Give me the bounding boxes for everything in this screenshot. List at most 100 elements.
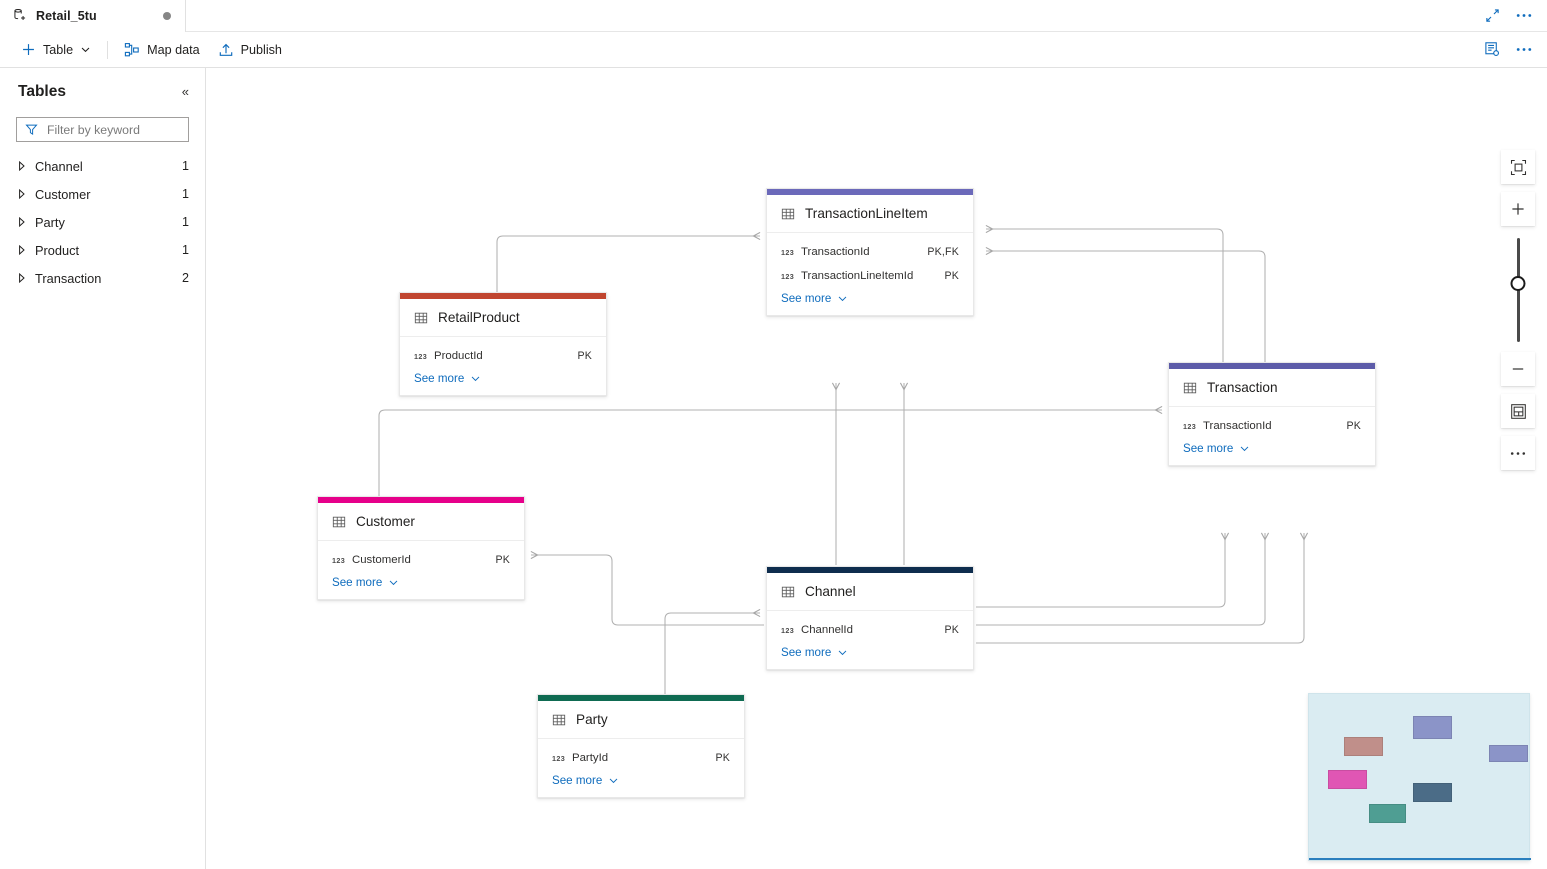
publish-button[interactable]: Publish (209, 35, 291, 65)
zoom-slider-thumb[interactable] (1510, 276, 1526, 291)
tables-panel-header: Tables « (0, 68, 205, 107)
map-data-label: Map data (147, 42, 200, 57)
sidebar-item-label: Transaction (35, 270, 102, 286)
sidebar-item-count: 2 (181, 271, 189, 285)
chevron-down-icon (80, 44, 91, 55)
table-card-header[interactable]: Channel (767, 573, 973, 611)
chevron-right-icon[interactable] (18, 189, 32, 199)
table-card-party[interactable]: Party 123 PartyId PK See more (537, 694, 745, 798)
field-row[interactable]: 123 PartyId PK (552, 748, 730, 768)
sidebar-item-label: Party (35, 214, 65, 230)
table-icon (1183, 381, 1197, 395)
see-more-button[interactable]: See more (1183, 442, 1361, 455)
collapse-panel-button[interactable]: « (181, 84, 189, 99)
sidebar-item-label: Customer (35, 186, 91, 202)
field-key-badge: PK (944, 624, 959, 636)
chevron-right-icon[interactable] (18, 273, 32, 283)
expand-icon[interactable] (1477, 1, 1507, 31)
fit-to-screen-button[interactable] (1501, 150, 1535, 184)
see-more-button[interactable]: See more (414, 372, 592, 385)
table-icon (414, 311, 428, 325)
toggle-minimap-button[interactable] (1501, 394, 1535, 428)
table-name: TransactionLineItem (805, 206, 928, 221)
zoom-out-button[interactable] (1501, 352, 1535, 386)
publish-icon (218, 42, 234, 58)
table-card-channel[interactable]: Channel 123 ChannelId PK See more (766, 566, 974, 670)
filter-box[interactable] (16, 117, 189, 142)
numeric-type-icon: 123 (552, 753, 566, 763)
sidebar-item-product[interactable]: Product 1 (0, 236, 205, 264)
sidebar-item-count: 1 (181, 187, 189, 201)
table-card-fields: 123 ProductId PK See more (400, 337, 606, 395)
minimap-rect-customer (1328, 770, 1367, 789)
table-card-retailproduct[interactable]: RetailProduct 123 ProductId PK See more (399, 292, 607, 396)
sidebar-item-label: Product (35, 242, 80, 258)
canvas-more-options-button[interactable] (1501, 436, 1535, 470)
field-row[interactable]: 123 TransactionId PK,FK (781, 242, 959, 262)
table-icon (552, 713, 566, 727)
see-more-label: See more (781, 646, 832, 659)
field-row[interactable]: 123 ProductId PK (414, 346, 592, 366)
tabstrip-actions (1477, 0, 1547, 31)
unsaved-indicator (163, 12, 171, 20)
see-more-button[interactable]: See more (781, 292, 959, 305)
sidebar-item-party[interactable]: Party 1 (0, 208, 205, 236)
field-key-badge: PK (495, 554, 510, 566)
filter-input[interactable] (45, 121, 180, 138)
zoom-slider[interactable] (1501, 234, 1535, 346)
map-data-button[interactable]: Map data (115, 35, 209, 65)
table-accent-bar (400, 293, 606, 299)
chevron-right-icon[interactable] (18, 161, 32, 171)
table-card-header[interactable]: Party (538, 701, 744, 739)
table-name: RetailProduct (438, 310, 520, 325)
chevron-right-icon[interactable] (18, 245, 32, 255)
document-tab-retail[interactable]: Retail_5tu (0, 0, 186, 32)
field-row[interactable]: 123 TransactionId PK (1183, 416, 1361, 436)
table-card-transactionlineitem[interactable]: TransactionLineItem 123 TransactionId PK… (766, 188, 974, 316)
table-card-fields: 123 TransactionId PK,FK 123 TransactionL… (767, 233, 973, 315)
minimap-rect-party (1369, 804, 1406, 823)
zoom-in-button[interactable] (1501, 192, 1535, 226)
publish-label: Publish (240, 42, 282, 57)
field-key-badge: PK (577, 350, 592, 362)
field-row[interactable]: 123 CustomerId PK (332, 550, 510, 570)
table-card-fields: 123 CustomerId PK See more (318, 541, 524, 599)
command-bar: Table Map data Publish (0, 32, 1547, 68)
more-options-icon[interactable] (1509, 35, 1539, 65)
table-card-customer[interactable]: Customer 123 CustomerId PK See more (317, 496, 525, 600)
see-more-button[interactable]: See more (552, 774, 730, 787)
minimap-viewport-indicator[interactable] (1309, 858, 1531, 860)
table-card-header[interactable]: TransactionLineItem (767, 195, 973, 233)
field-row[interactable]: 123 ChannelId PK (781, 620, 959, 640)
more-options-icon[interactable] (1509, 1, 1539, 31)
minimap-rect-transactionlineitem (1413, 716, 1452, 739)
table-accent-bar (767, 567, 973, 573)
list-settings-icon[interactable] (1477, 35, 1507, 65)
table-card-fields: 123 TransactionId PK See more (1169, 407, 1375, 465)
table-card-header[interactable]: Customer (318, 503, 524, 541)
numeric-type-icon: 123 (781, 271, 795, 281)
sidebar-item-channel[interactable]: Channel 1 (0, 152, 205, 180)
sidebar-item-transaction[interactable]: Transaction 2 (0, 264, 205, 292)
sidebar-item-customer[interactable]: Customer 1 (0, 180, 205, 208)
see-more-button[interactable]: See more (332, 576, 510, 589)
table-accent-bar (318, 497, 524, 503)
field-key-badge: PK (715, 752, 730, 764)
document-tab-label: Retail_5tu (36, 9, 97, 23)
field-key-badge: PK,FK (927, 246, 959, 258)
map-data-icon (124, 42, 140, 58)
field-name: TransactionLineItemId (801, 270, 914, 282)
add-table-button[interactable]: Table (12, 35, 100, 65)
table-card-fields: 123 ChannelId PK See more (767, 611, 973, 669)
field-row[interactable]: 123 TransactionLineItemId PK (781, 266, 959, 286)
canvas-minimap[interactable] (1308, 693, 1531, 861)
table-card-transaction[interactable]: Transaction 123 TransactionId PK See mor… (1168, 362, 1376, 466)
sidebar-item-label: Channel (35, 158, 83, 174)
chevron-down-icon (837, 647, 848, 658)
see-more-button[interactable]: See more (781, 646, 959, 659)
chevron-right-icon[interactable] (18, 217, 32, 227)
table-card-header[interactable]: Transaction (1169, 369, 1375, 407)
er-diagram-canvas[interactable]: TransactionLineItem 123 TransactionId PK… (206, 68, 1547, 869)
table-card-header[interactable]: RetailProduct (400, 299, 606, 337)
document-tab-strip: Retail_5tu (0, 0, 1547, 32)
